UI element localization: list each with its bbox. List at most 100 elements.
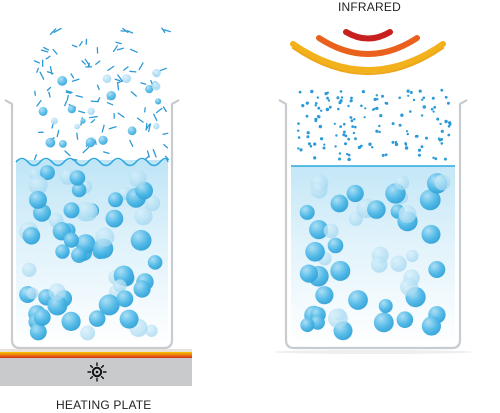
right-beaker-glass bbox=[278, 99, 468, 350]
vapor-particle bbox=[64, 150, 71, 157]
vapor-particle bbox=[436, 117, 440, 121]
vapor-particle bbox=[373, 97, 377, 101]
vapor-particle bbox=[447, 125, 451, 128]
infrared-waves bbox=[290, 29, 446, 75]
vapor-bubble bbox=[38, 106, 48, 116]
vapor-particle bbox=[159, 67, 167, 72]
vapor-bubble bbox=[59, 140, 67, 148]
water-molecule bbox=[22, 227, 41, 245]
vapor-particle bbox=[129, 139, 134, 147]
vapor-particle bbox=[446, 101, 450, 105]
vapor-particle bbox=[432, 110, 435, 113]
water-molecule bbox=[69, 170, 86, 186]
vapor-particle bbox=[323, 143, 326, 146]
vapor-particle bbox=[398, 123, 402, 127]
vapor-particle bbox=[440, 129, 444, 133]
vapor-particle bbox=[146, 150, 150, 158]
vapor-particle bbox=[434, 157, 438, 161]
vapor-particle bbox=[447, 133, 451, 137]
vapor-particle bbox=[155, 107, 163, 114]
vapor-particle bbox=[398, 96, 402, 100]
vapor-particle bbox=[127, 30, 134, 34]
right-vapor-particles bbox=[297, 88, 452, 162]
water-molecule bbox=[29, 190, 47, 209]
vapor-particle bbox=[145, 123, 151, 131]
water-molecule bbox=[113, 279, 127, 293]
water-molecule bbox=[95, 227, 115, 247]
water-molecule bbox=[71, 247, 87, 263]
vapor-particle bbox=[144, 155, 150, 161]
vapor-particle bbox=[391, 140, 395, 144]
vapor-particle bbox=[409, 110, 412, 113]
vapor-particle bbox=[52, 48, 58, 55]
water-molecule bbox=[119, 309, 139, 329]
vapor-particle bbox=[78, 110, 86, 114]
right-beaker-shadow bbox=[273, 350, 473, 354]
vapor-particle bbox=[96, 97, 101, 103]
sun-burst-icon bbox=[87, 362, 107, 382]
water-molecule bbox=[390, 255, 407, 272]
vapor-particle bbox=[129, 70, 137, 73]
water-molecule bbox=[406, 249, 419, 263]
water-molecule bbox=[328, 308, 348, 329]
vapor-particle bbox=[343, 130, 346, 134]
water-molecule bbox=[373, 312, 394, 333]
vapor-particle bbox=[349, 100, 352, 103]
water-molecule bbox=[327, 237, 344, 254]
water-molecule bbox=[309, 220, 329, 240]
vapor-particle bbox=[337, 107, 340, 111]
water-molecule bbox=[144, 195, 161, 212]
vapor-particle bbox=[444, 119, 448, 124]
vapor-particle bbox=[352, 131, 356, 135]
vapor-particle bbox=[307, 142, 311, 146]
vapor-particle bbox=[347, 157, 351, 162]
vapor-particle bbox=[163, 143, 169, 149]
water-molecule bbox=[323, 223, 339, 239]
vapor-particle bbox=[326, 96, 329, 100]
vapor-particle bbox=[129, 48, 138, 53]
vapor-bubble bbox=[106, 91, 116, 101]
water-molecule bbox=[48, 283, 66, 301]
vapor-bubble bbox=[152, 68, 161, 78]
vapor-particle bbox=[163, 29, 171, 33]
vapor-particle bbox=[130, 91, 137, 97]
vapor-particle bbox=[65, 91, 72, 94]
vapor-particle bbox=[363, 116, 366, 119]
vapor-particle bbox=[122, 27, 129, 33]
vapor-particle bbox=[350, 96, 353, 100]
vapor-particle bbox=[299, 148, 303, 152]
vapor-particle bbox=[439, 122, 442, 126]
vapor-particle bbox=[417, 153, 421, 157]
water-molecule bbox=[315, 286, 334, 305]
vapor-particle bbox=[448, 123, 452, 126]
vapor-particle bbox=[379, 114, 383, 118]
vapor-particle bbox=[123, 66, 129, 71]
vapor-particle bbox=[425, 136, 428, 140]
vapor-particle bbox=[43, 46, 50, 51]
vapor-particle bbox=[297, 147, 300, 150]
water-molecule bbox=[147, 255, 163, 270]
vapor-particle bbox=[101, 124, 105, 133]
vapor-particle bbox=[338, 152, 342, 155]
vapor-bubble bbox=[102, 74, 112, 83]
vapor-particle bbox=[375, 129, 379, 133]
vapor-particle bbox=[334, 145, 337, 148]
vapor-particle bbox=[46, 86, 52, 92]
vapor-particle bbox=[313, 156, 317, 160]
infrared-wave-inner bbox=[343, 29, 393, 42]
vapor-particle bbox=[71, 78, 80, 82]
vapor-particle bbox=[316, 96, 320, 99]
vapor-particle bbox=[343, 122, 346, 126]
vapor-particle bbox=[314, 119, 318, 123]
vapor-particle bbox=[320, 137, 324, 141]
vapor-particle bbox=[322, 146, 326, 150]
vapor-particle bbox=[310, 89, 314, 94]
water-molecule bbox=[39, 165, 55, 181]
water-molecule bbox=[29, 323, 47, 341]
vapor-particle bbox=[325, 107, 330, 112]
vapor-particle bbox=[65, 90, 73, 94]
water-molecule bbox=[134, 206, 153, 226]
vapor-particle bbox=[305, 114, 309, 118]
vapor-particle bbox=[320, 109, 323, 112]
